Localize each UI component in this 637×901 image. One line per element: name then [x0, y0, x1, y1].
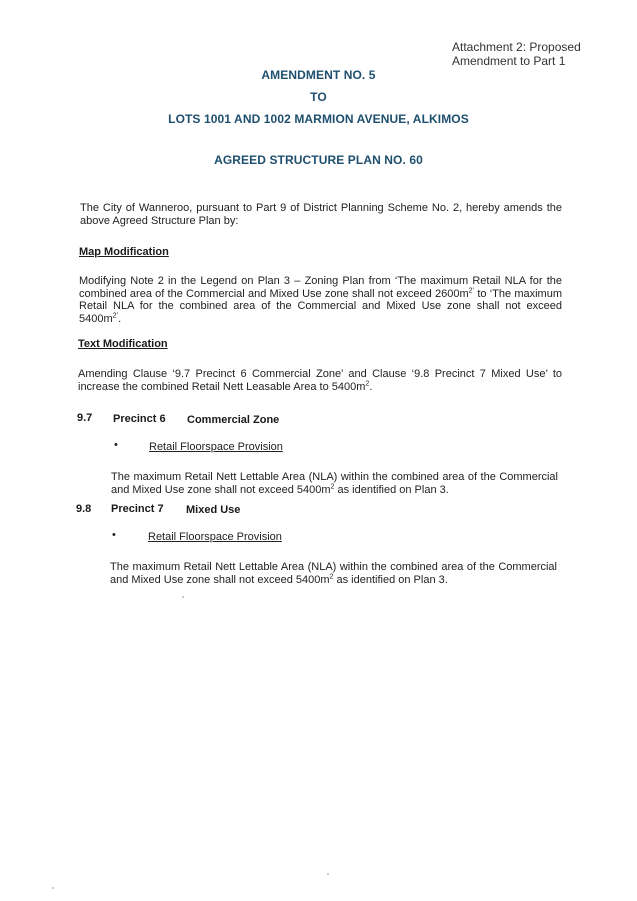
clause-9-7-sup: 2: [330, 482, 335, 490]
clause-9-7-part-1: The maximum Retail Nett Lettable Area (N…: [111, 471, 558, 496]
attachment-label: Attachment 2: Proposed Amendment to Part…: [452, 40, 627, 68]
attachment-line-1: Attachment 2: Proposed: [452, 40, 581, 54]
map-text-part-3: .: [118, 312, 122, 325]
bullet-9-8: •: [112, 529, 116, 541]
clause-zone-commercial: Commercial Zone: [187, 414, 280, 426]
bullet-9-7: •: [114, 439, 118, 451]
clause-9-7-text: The maximum Retail Nett Lettable Area (N…: [111, 471, 558, 496]
intro-paragraph: The City of Wanneroo, pursuant to Part 9…: [80, 202, 562, 227]
text-modification-title: Text Modification: [78, 338, 168, 350]
amendment-heading: AMENDMENT NO. 5: [261, 68, 376, 82]
textmod-sup: 2: [365, 379, 370, 387]
attachment-line-2: Amendment to Part 1: [452, 54, 566, 68]
clause-precinct-7: Precinct 7: [111, 503, 164, 515]
map-modification-title: Map Modification: [79, 246, 169, 258]
map-modification-text: Modifying Note 2 in the Legend on Plan 3…: [79, 275, 562, 325]
textmod-part-2: .: [369, 380, 373, 393]
map-text-sup-2: 2’: [112, 311, 119, 319]
scan-speck: [52, 887, 54, 889]
text-modification-text: Amending Clause ‘9.7 Precinct 6 Commerci…: [78, 368, 562, 393]
clause-9-8-part-2: as identified on Plan 3.: [333, 573, 448, 586]
map-text-sup-1: 2’: [468, 286, 475, 294]
clause-zone-mixed-use: Mixed Use: [186, 504, 241, 516]
clause-9-8-part-1: The maximum Retail Nett Lettable Area (N…: [110, 561, 557, 586]
clause-9-7-part-2: as identified on Plan 3.: [334, 483, 449, 496]
plan-heading: AGREED STRUCTURE PLAN NO. 60: [214, 153, 423, 167]
clause-9-8-sup: 2: [329, 572, 334, 580]
clause-number-9-8: 9.8: [76, 503, 92, 515]
retail-floorspace-subheading-9-7: Retail Floorspace Provision: [149, 441, 283, 453]
clause-precinct-6: Precinct 6: [113, 413, 166, 425]
textmod-part-1: Amending Clause ‘9.7 Precinct 6 Commerci…: [78, 368, 562, 393]
clause-number-9-7: 9.7: [77, 412, 93, 424]
map-text-part-2: to ‘The maximum Retail NLA for the combi…: [79, 287, 562, 325]
scan-speck: [182, 596, 184, 598]
scan-speck: [327, 873, 329, 875]
map-text-part-1: Modifying Note 2 in the Legend on Plan 3…: [79, 275, 562, 300]
retail-floorspace-subheading-9-8: Retail Floorspace Provision: [148, 531, 282, 543]
lots-heading: LOTS 1001 AND 1002 MARMION AVENUE, ALKIM…: [168, 112, 469, 126]
to-heading: TO: [310, 90, 327, 104]
clause-9-8-text: The maximum Retail Nett Lettable Area (N…: [110, 561, 557, 586]
